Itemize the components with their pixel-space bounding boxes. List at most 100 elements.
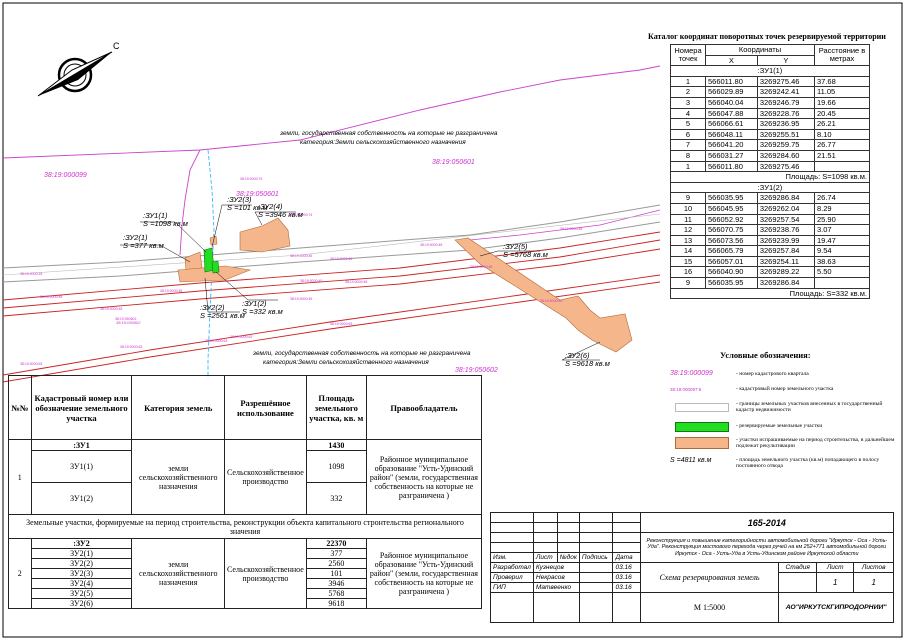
zu1-1-label: :ЗУ1(1)S =1098 кв.м xyxy=(143,211,188,228)
svg-text:38:19:0000:74: 38:19:0000:74 xyxy=(290,213,312,217)
state-land-label-1b: категория:Земли сельскохозяйственного на… xyxy=(300,139,466,146)
row-line-3 xyxy=(2,248,661,317)
road-strip-lower xyxy=(2,221,661,283)
state-land-label-2: земли, государственная собственность на … xyxy=(253,350,471,357)
north-arrow-icon: C xyxy=(37,41,120,97)
svg-text:38:19:0000:45: 38:19:0000:45 xyxy=(160,289,182,293)
svg-text:38:19:0000:45: 38:19:0000:45 xyxy=(345,280,367,284)
organization-name: АО"ИРКУТСКГИПРОДОРНИИ" xyxy=(778,592,894,623)
zu2-6-label: :ЗУ2(6)S =9618 кв.м xyxy=(565,351,610,368)
quarter-label-d: 38:19:050602 xyxy=(455,367,498,374)
state-land-label-1: земли, государственная собственность на … xyxy=(280,130,498,137)
catalog-area-row: Площадь: S=332 кв.м. xyxy=(670,287,870,300)
quarter-boundary-left xyxy=(179,149,201,256)
legend-withdrawn-swatch xyxy=(675,437,729,449)
legend-reserved-desc: - резервируемые земельные участки xyxy=(736,423,823,429)
legend-bounds-swatch xyxy=(675,403,729,412)
svg-text:C: C xyxy=(113,41,120,51)
land-table-header: №№ Кадастровый номер или обозначение зем… xyxy=(8,375,483,440)
svg-text:38:19:0000:45: 38:19:0000:45 xyxy=(290,297,312,301)
zu2-1-label: :ЗУ2(1)S =377 кв.м xyxy=(123,233,164,250)
legend-title: Условные обозначения: xyxy=(720,350,811,360)
zu2-1-parcel xyxy=(184,251,203,271)
land-table-row: 2 :ЗУ2 земли сельскохозяйственного назна… xyxy=(8,538,483,609)
legend-area-desc: - площадь земельного участка (кв.м) попа… xyxy=(736,457,880,470)
land-parcels-table: №№ Кадастровый номер или обозначение зем… xyxy=(8,375,483,609)
zu2-3-label: :ЗУ2(3)S =101 кв.м xyxy=(227,195,268,212)
svg-text:38:19:0000:45: 38:19:0000:45 xyxy=(420,243,442,247)
title-block-col-header: Изм. Лист №док Подпись Дата xyxy=(490,552,894,563)
legend-area-sample: S =4811 кв.м xyxy=(670,457,712,464)
legend-parcel-sample: 38:19:000097:6 xyxy=(670,387,702,392)
land-table-row: ЗУ1(1) 1098 xyxy=(9,450,482,483)
scale-label: М 1:5000 xyxy=(639,592,780,623)
svg-text:38:19:0000:45: 38:19:0000:45 xyxy=(330,257,352,261)
svg-text:38:19:0000:63: 38:19:0000:63 xyxy=(330,322,352,326)
zu2-5-label: :ЗУ2(5)S =5768 кв.м xyxy=(503,242,548,259)
project-code: 165-2014 xyxy=(639,512,895,533)
sheet-title: Схема резервирования земель xyxy=(639,562,780,593)
signature-row: Проверил Некрасов 03.16 1 1 xyxy=(490,572,894,593)
title-block: 165-2014 Реконструкция и повышение катег… xyxy=(490,512,895,623)
leader-lines xyxy=(120,204,601,361)
project-description: Реконструкция и повышение категорийности… xyxy=(639,532,895,563)
road-strip-upper xyxy=(2,204,661,269)
row-line-1 xyxy=(2,231,661,301)
zu2-5-parcel xyxy=(454,237,633,353)
catalog-header: Номера точек Координаты Расстояние в мет… xyxy=(670,43,870,67)
legend-withdrawn-desc: - участки испрашиваемые на период строит… xyxy=(736,437,895,450)
svg-text:38:19:0000:45: 38:19:0000:45 xyxy=(300,279,322,283)
zu1-2-label: :ЗУ1(2)S =332 кв.м xyxy=(242,299,283,316)
signature-row: Разработал Кузнецов 03.16 Схема резервир… xyxy=(490,562,894,593)
row-line-5 xyxy=(2,281,661,383)
legend-quarter-desc: - номер кадастрового квартала xyxy=(736,371,809,377)
row-line-4 xyxy=(2,274,661,376)
svg-text:38:19:0000:63: 38:19:0000:63 xyxy=(20,362,42,366)
quarter-label-c: 38:19:050601 xyxy=(432,159,475,166)
svg-text:38:19:0000:63: 38:19:0000:63 xyxy=(540,299,562,303)
svg-text:38:19:0000:63: 38:19:0000:63 xyxy=(205,339,227,343)
zu2-4-label: :ЗУ2(4)S =3946 кв.м xyxy=(258,202,303,219)
svg-text:38:19:0000:63: 38:19:0000:63 xyxy=(120,345,142,349)
coordinate-catalog: Номера точек Координаты Расстояние в мет… xyxy=(670,43,870,300)
svg-text:38:19:0000:45: 38:19:0000:45 xyxy=(40,295,62,299)
svg-text:38:19:0000:45: 38:19:0000:45 xyxy=(100,307,122,311)
svg-text:38:19:050602: 38:19:050602 xyxy=(115,317,136,321)
quarter-label-a: 38:19:000099 xyxy=(44,172,87,179)
land-table-section-note: Земельные участки, формируемые на период… xyxy=(8,514,482,539)
catalog-title: Каталог координат поворотных точек резер… xyxy=(648,32,886,41)
catalog-group-header: :ЗУ1(1) xyxy=(670,65,870,77)
state-land-label-2b: категория:Земли сельскохозяйственного на… xyxy=(263,359,429,366)
land-table-row: ЗУ2(6)9618 xyxy=(9,598,482,609)
svg-text:38:19:0000:74: 38:19:0000:74 xyxy=(240,177,262,181)
land-table-row: 1 :ЗУ1 земли сельскохозяйственного назна… xyxy=(8,439,483,515)
zu1-2-parcel xyxy=(211,260,220,274)
road-strip-mid xyxy=(2,213,661,276)
row-line-2 xyxy=(2,239,661,309)
legend-parcel-desc: - кадастровый номер земельного участка xyxy=(736,386,834,392)
svg-text:38:19:0000:45: 38:19:0000:45 xyxy=(290,254,312,258)
quarter-boundary xyxy=(2,65,661,159)
svg-text:38:19:0000:45: 38:19:0000:45 xyxy=(560,227,582,231)
quarter-label-e: 38:19:050602 xyxy=(116,320,141,325)
